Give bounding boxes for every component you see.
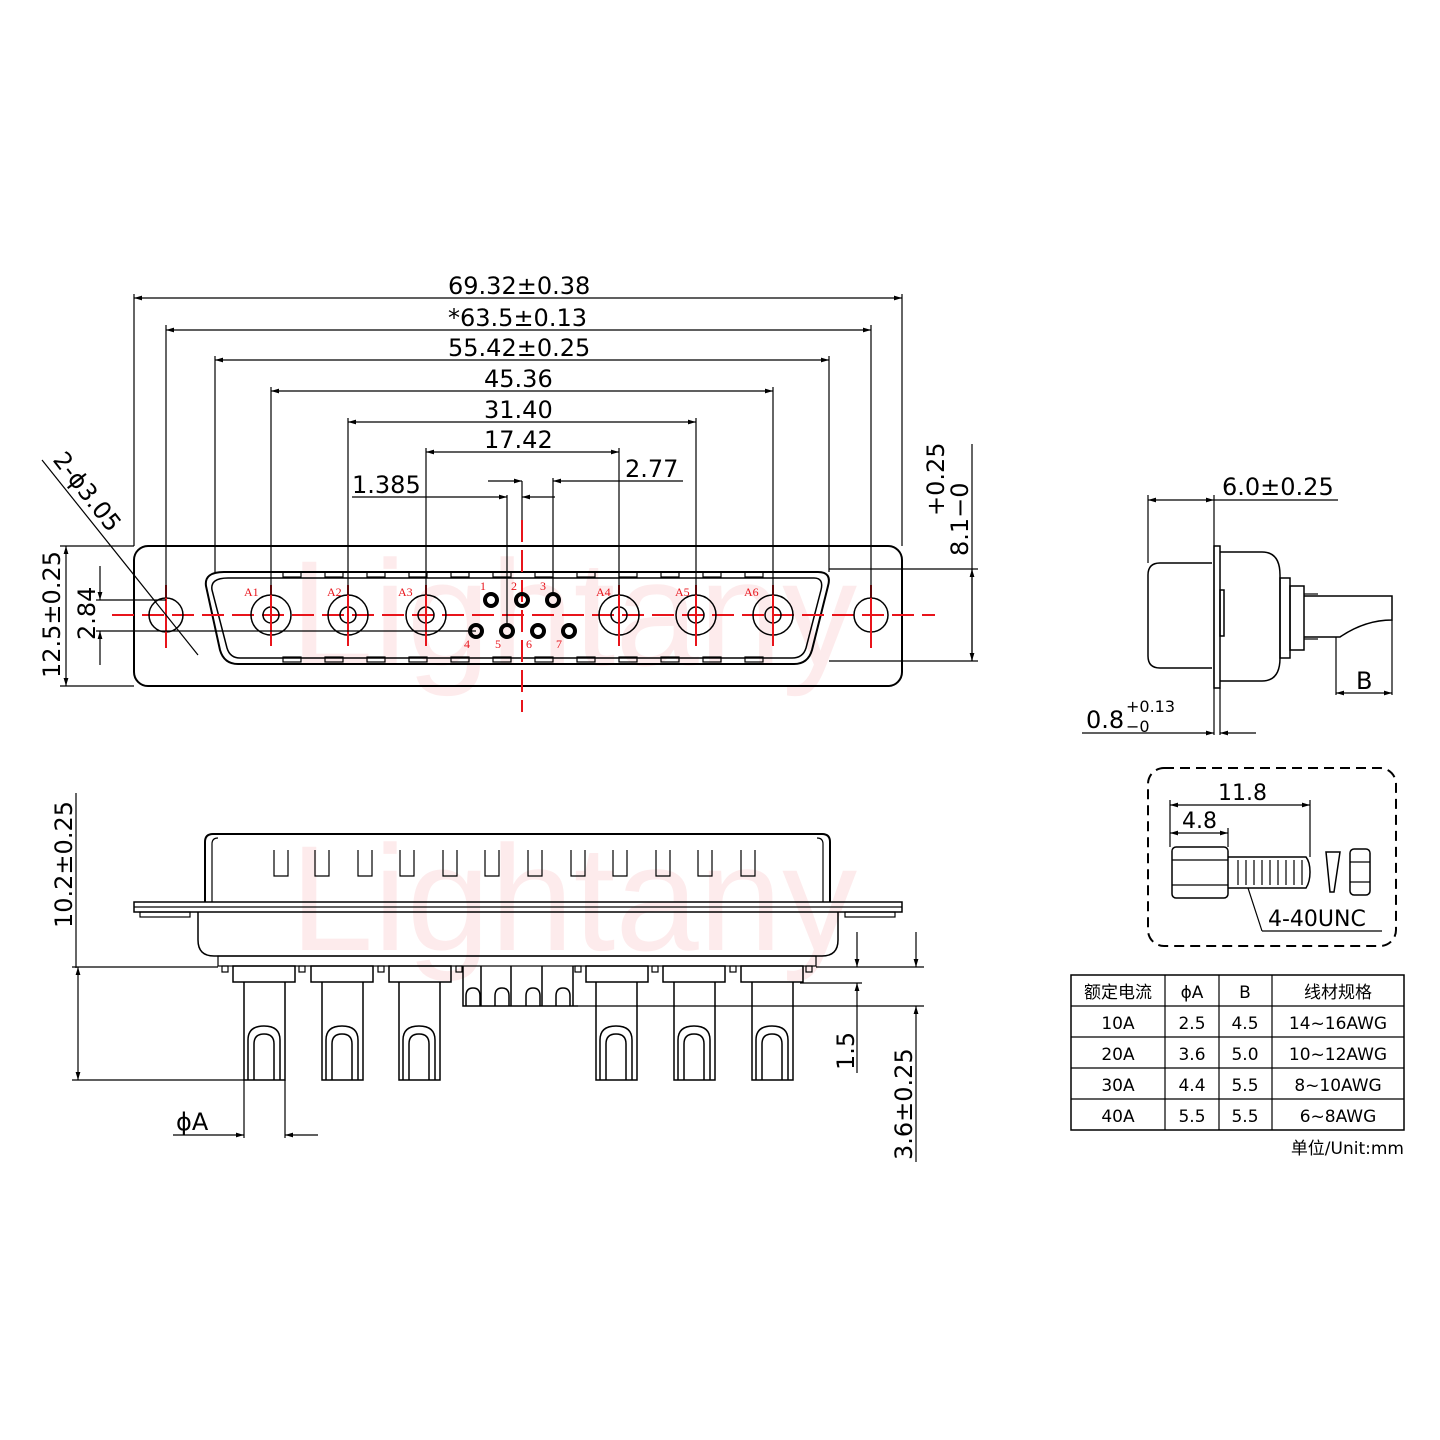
svg-text:A4: A4 <box>596 585 611 599</box>
dim-signal-offset: 1.385 <box>352 471 421 499</box>
table-cell: 5.0 <box>1231 1045 1258 1065</box>
svg-text:3: 3 <box>540 579 546 593</box>
power-contact-a4: A4 <box>596 585 640 646</box>
watermark-bottom: Lightany <box>290 814 857 982</box>
dim-flange-tol-plus: +0.13 <box>1126 697 1175 716</box>
table-cell: 3.6 <box>1178 1045 1205 1065</box>
thread-spec: 4-40UNC <box>1268 907 1366 932</box>
dim-height: 12.5±0.25 <box>38 551 66 678</box>
dim-mount-hole-spacing: *63.5±0.13 <box>448 304 587 332</box>
table-cell: 5.5 <box>1231 1076 1258 1096</box>
table-cell: 10~12AWG <box>1289 1045 1387 1065</box>
table-cell: 30A <box>1101 1076 1135 1096</box>
unit-note: 单位/Unit:mm <box>1291 1139 1404 1159</box>
table-cell: 10A <box>1101 1014 1135 1034</box>
dim-signal-pitch: 2.77 <box>625 455 678 483</box>
power-contact-a1: A1 <box>244 585 292 646</box>
table-cell: 40A <box>1101 1107 1135 1127</box>
bottom-view: 10.2±0.25 ϕA 1.5 3.6±0.25 <box>50 793 924 1162</box>
dim-hex-length: 4.8 <box>1182 809 1217 834</box>
svg-text:6: 6 <box>526 637 532 651</box>
dim-body-height: 10.2±0.25 <box>50 801 78 928</box>
dim-signal-length: 1.5 <box>832 1032 860 1070</box>
table-header-current: 额定电流 <box>1084 983 1152 1003</box>
screw-detail: 11.8 4.8 4-40UNC <box>1147 767 1397 947</box>
svg-text:1: 1 <box>480 579 486 593</box>
table-cell: 8~10AWG <box>1294 1076 1381 1096</box>
dim-shell-height-tol: +0.25 <box>922 442 950 516</box>
dim-a2-a5: 31.40 <box>484 396 553 424</box>
dim-a3-a4: 17.42 <box>484 426 553 454</box>
table-cell: 20A <box>1101 1045 1135 1065</box>
dim-flange-thickness: 0.8 <box>1086 706 1124 734</box>
dim-mount-holes: 2-ϕ3.05 <box>47 446 126 537</box>
watermark-front: Lightany <box>290 529 857 697</box>
dim-shell-height: 8.1−0 <box>946 482 974 556</box>
svg-text:A2: A2 <box>327 585 342 599</box>
table-cell: 5.5 <box>1178 1107 1205 1127</box>
table-header-diameter: ϕA <box>1181 983 1204 1003</box>
power-contact-a2: A2 <box>327 585 369 646</box>
svg-text:7: 7 <box>556 637 562 651</box>
svg-text:5: 5 <box>495 637 501 651</box>
dim-a1-a6: 45.36 <box>484 365 553 393</box>
svg-text:A5: A5 <box>675 585 690 599</box>
dim-row-pitch: 2.84 <box>73 587 101 640</box>
table-header-wire: 线材规格 <box>1304 983 1372 1003</box>
table-cell: 2.5 <box>1178 1014 1205 1034</box>
table-cell: 6~8AWG <box>1300 1107 1377 1127</box>
dim-power-length: 3.6±0.25 <box>890 1048 918 1160</box>
svg-text:A6: A6 <box>744 585 759 599</box>
svg-text:2: 2 <box>511 579 517 593</box>
table-cell: 4.4 <box>1178 1076 1205 1096</box>
dim-screw-length: 11.8 <box>1218 781 1267 806</box>
dim-overall-width: 69.32±0.38 <box>448 272 590 300</box>
side-view: 6.0±0.25 0.8 +0.13 −0 B <box>1082 473 1393 736</box>
dim-solder-b: B <box>1356 667 1372 695</box>
dim-shell-width: 55.42±0.25 <box>448 334 590 362</box>
svg-text:A1: A1 <box>244 585 259 599</box>
table-cell: 14~16AWG <box>1289 1014 1387 1034</box>
dim-diameter-a: ϕA <box>176 1108 209 1136</box>
table-cell: 4.5 <box>1231 1014 1258 1034</box>
table-cell: 5.5 <box>1231 1107 1258 1127</box>
dim-depth: 6.0±0.25 <box>1222 473 1334 501</box>
dim-flange-tol-minus: −0 <box>1126 717 1150 736</box>
svg-text:A3: A3 <box>398 585 413 599</box>
svg-text:4: 4 <box>464 637 470 651</box>
spec-table: 额定电流 ϕA B 线材规格 10A 2.5 4.5 14~16AWG 20A … <box>1070 974 1405 1159</box>
table-header-b: B <box>1239 983 1251 1003</box>
